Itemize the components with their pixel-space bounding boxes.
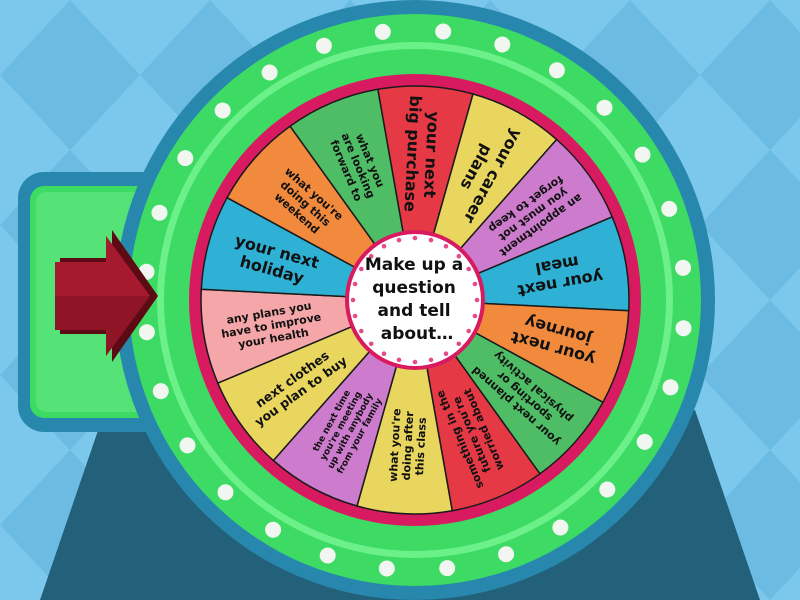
hub-dot (368, 253, 374, 259)
hub-dot (472, 313, 478, 319)
hub-dot (474, 297, 480, 303)
hub-dot (443, 244, 449, 249)
rim-light-bulb (374, 23, 391, 40)
rim-light-bulb (498, 546, 515, 563)
hub-dot (456, 341, 462, 347)
hub-dot (352, 313, 358, 319)
rim-light-bulb (661, 200, 678, 217)
rim-light-bulb (378, 560, 395, 577)
hub-dot (350, 297, 356, 303)
hub-dot (396, 237, 402, 243)
rim-light-bulb (152, 383, 169, 400)
segment-label-line: what you're (387, 408, 404, 482)
hub-text-line: Make up a (365, 255, 463, 275)
hub-dot (381, 351, 387, 357)
rim-light-bulb (177, 150, 194, 167)
hub-dot (456, 253, 462, 259)
rim-light-bulb (662, 379, 679, 396)
hub-dot (359, 328, 364, 334)
rim-light-bulb (179, 437, 196, 454)
segment-label: your nextbig purchase (400, 95, 444, 214)
hub-dot (412, 235, 418, 241)
rim-light-bulb (494, 36, 511, 53)
rim-light-bulb (138, 324, 155, 341)
rim-light-bulb (548, 62, 565, 79)
rim-light-bulb (675, 259, 692, 276)
rim-light-bulb (634, 146, 651, 163)
hub-dots (350, 235, 480, 365)
hub-dot (352, 281, 358, 287)
rim-light-bulb (675, 320, 692, 337)
hub-dot (381, 244, 387, 249)
hub-dot (359, 266, 364, 272)
rim-light-bulb (214, 102, 231, 119)
rim-light-bulb (439, 560, 456, 577)
segment-label: what you'redoing afterthis class (387, 408, 430, 483)
hub-instruction: Make up a question and tell about… (365, 255, 469, 344)
hub-dot (428, 237, 434, 243)
hub-dot (412, 359, 418, 365)
rim-light-bulb (596, 99, 613, 116)
hub-text-line: and tell (378, 301, 451, 321)
rim-light-bulb (315, 37, 332, 54)
rim-light-bulb (261, 64, 278, 81)
rim-light-bulb (599, 481, 616, 498)
hub-dot (466, 328, 472, 334)
rim-light-bulb (151, 204, 168, 221)
hub-text-line: about… (381, 324, 454, 344)
wheel-hub[interactable] (349, 234, 481, 366)
segment-label-line: doing after (400, 410, 416, 480)
hub-dot (466, 266, 472, 272)
rim-light-bulb (636, 433, 653, 450)
rim-light-bulb (552, 519, 569, 536)
rim-light-bulb (319, 547, 336, 564)
rim-light-bulb (435, 23, 452, 40)
rim-light-bulb (265, 521, 282, 538)
arrow-right-icon (55, 230, 158, 362)
rim-lights (138, 23, 692, 577)
hub-dot (396, 357, 402, 363)
hub-dot (428, 357, 434, 363)
hub-dot (368, 341, 374, 347)
rim-light-bulb (217, 484, 234, 501)
hub-dot (443, 351, 449, 357)
hub-text-line: question (372, 278, 456, 298)
segment-label-line: your next (420, 111, 443, 199)
segment-label-line: this class (413, 417, 429, 476)
hub-dot (472, 281, 478, 287)
